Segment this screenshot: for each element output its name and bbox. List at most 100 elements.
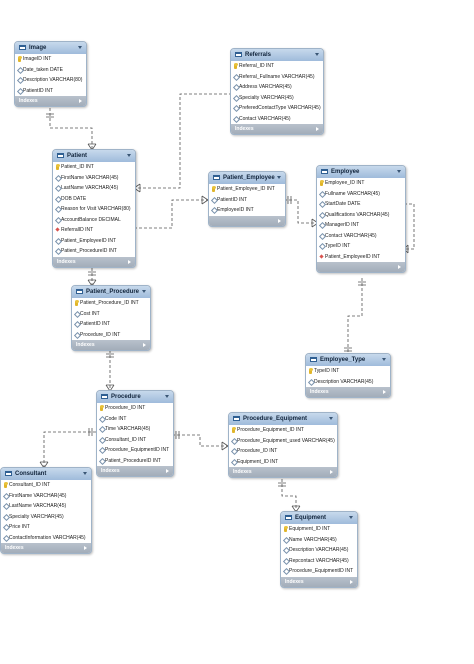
field-row[interactable]: EmployeeID INT xyxy=(209,205,285,216)
field-row[interactable]: Procedure_Equipment_ID INT xyxy=(229,425,337,436)
entity-title[interactable]: Employee_Type xyxy=(306,354,390,366)
expand-arrow-icon[interactable] xyxy=(398,265,401,269)
field-row[interactable]: Patient_Employee_ID INT xyxy=(209,184,285,195)
chevron-down-icon[interactable] xyxy=(397,170,401,173)
entity-title[interactable]: Patient_Employee xyxy=(209,172,285,184)
indexes-section[interactable]: Indexes xyxy=(231,124,323,134)
indexes-section[interactable]: Indexes xyxy=(53,256,135,267)
indexes-section[interactable]: Indexes xyxy=(97,466,173,476)
chevron-down-icon[interactable] xyxy=(78,46,82,49)
chevron-down-icon[interactable] xyxy=(83,472,87,475)
indexes-section[interactable]: Indexes xyxy=(229,467,337,477)
chevron-down-icon[interactable] xyxy=(165,395,169,398)
indexes-section[interactable] xyxy=(209,215,285,226)
field-row[interactable]: Description VARCHAR(80) xyxy=(15,75,86,86)
field-row[interactable]: Patient_EmployeeID INT xyxy=(317,252,405,263)
field-row[interactable]: Specialty VARCHAR(45) xyxy=(231,93,323,104)
entity-title[interactable]: Patient xyxy=(53,150,135,162)
indexes-section[interactable]: Indexes xyxy=(72,340,150,350)
field-row[interactable]: ContactInformation VARCHAR(45) xyxy=(1,533,91,544)
expand-arrow-icon[interactable] xyxy=(143,343,146,347)
field-row[interactable]: FirstName VARCHAR(45) xyxy=(53,173,135,184)
indexes-section[interactable] xyxy=(317,262,405,272)
field-row[interactable]: Code INT xyxy=(97,414,173,425)
indexes-section[interactable]: Indexes xyxy=(306,387,390,397)
field-row[interactable]: Equipment_ID INT xyxy=(281,524,357,535)
field-row[interactable]: PatientID INT xyxy=(209,195,285,206)
field-row[interactable]: FirstName VARCHAR(45) xyxy=(1,491,91,502)
chevron-down-icon[interactable] xyxy=(329,417,333,420)
entity-title[interactable]: Patient_Procedure xyxy=(72,286,150,298)
chevron-down-icon[interactable] xyxy=(277,176,281,179)
field-row[interactable]: Referral_Fullname VARCHAR(45) xyxy=(231,72,323,83)
field-row[interactable]: PreferedContactType VARCHAR(45) xyxy=(231,103,323,114)
field-row[interactable]: Patient_ProcedureID INT xyxy=(97,456,173,467)
field-row[interactable]: Price INT xyxy=(1,522,91,533)
field-row[interactable]: Employee_ID INT xyxy=(317,178,405,189)
field-row[interactable]: StartDate DATE xyxy=(317,199,405,210)
expand-arrow-icon[interactable] xyxy=(330,470,333,474)
indexes-section[interactable]: Indexes xyxy=(15,96,86,106)
field-row[interactable]: Patient_ID INT xyxy=(53,162,135,173)
field-row[interactable]: Specialty VARCHAR(45) xyxy=(1,512,91,523)
field-row[interactable]: Procedure_ID INT xyxy=(229,446,337,457)
entity-title[interactable]: Image xyxy=(15,42,86,54)
field-row[interactable]: Patient_Procedure_ID INT xyxy=(72,298,150,309)
field-row[interactable]: AccountBalance DECIMAL xyxy=(53,215,135,226)
field-row[interactable]: Description VARCHAR(45) xyxy=(306,377,390,388)
indexes-section[interactable]: Indexes xyxy=(1,543,91,553)
chevron-down-icon[interactable] xyxy=(127,154,131,157)
field-row[interactable]: Cost INT xyxy=(72,309,150,320)
field-row[interactable]: TypeID INT xyxy=(317,241,405,252)
field-row[interactable]: Patient_ProcedureID INT xyxy=(53,246,135,257)
field-row[interactable]: Consultant_ID INT xyxy=(97,435,173,446)
expand-arrow-icon[interactable] xyxy=(79,99,82,103)
chevron-down-icon[interactable] xyxy=(349,516,353,519)
field-row[interactable]: Consultant_ID INT xyxy=(1,480,91,491)
field-row[interactable]: Procedure_EquipmentID INT xyxy=(97,445,173,456)
field-row[interactable]: Contact VARCHAR(45) xyxy=(317,231,405,242)
field-row[interactable]: Name VARCHAR(45) xyxy=(281,535,357,546)
field-row[interactable]: Address VARCHAR(45) xyxy=(231,82,323,93)
field-row[interactable]: DOB DATE xyxy=(53,194,135,205)
indexes-section[interactable]: Indexes xyxy=(281,576,357,587)
expand-arrow-icon[interactable] xyxy=(316,127,319,131)
field-row[interactable]: Procedure_EquipmentID INT xyxy=(281,566,357,577)
field-row[interactable]: Equipment_ID INT xyxy=(229,457,337,468)
field-row[interactable]: LastName VARCHAR(45) xyxy=(53,183,135,194)
field-row[interactable]: Referral_ID INT xyxy=(231,61,323,72)
field-row[interactable]: Date_taken DATE xyxy=(15,65,86,76)
field-row[interactable]: Procedure_Equipment_used VARCHAR(45) xyxy=(229,436,337,447)
entity-title[interactable]: Procedure xyxy=(97,391,173,403)
field-row[interactable]: LastName VARCHAR(45) xyxy=(1,501,91,512)
field-row[interactable]: Qualifications VARCHAR(45) xyxy=(317,210,405,221)
chevron-down-icon[interactable] xyxy=(315,53,319,56)
field-row[interactable]: PatientID INT xyxy=(72,319,150,330)
expand-arrow-icon[interactable] xyxy=(383,390,386,394)
field-row[interactable]: TypeID INT xyxy=(306,366,390,377)
field-row[interactable]: Procedure_ID INT xyxy=(72,330,150,341)
field-row[interactable]: ReferralID INT xyxy=(53,225,135,236)
expand-arrow-icon[interactable] xyxy=(84,546,87,550)
field-row[interactable]: PatientID INT xyxy=(15,86,86,97)
chevron-down-icon[interactable] xyxy=(382,358,386,361)
field-row[interactable]: Description VARCHAR(45) xyxy=(281,545,357,556)
entity-title[interactable]: Employee xyxy=(317,166,405,178)
field-row[interactable]: ImageID INT xyxy=(15,54,86,65)
entity-title[interactable]: Equipment xyxy=(281,512,357,524)
field-row[interactable]: Time VARCHAR(45) xyxy=(97,424,173,435)
entity-title[interactable]: Procedure_Equipment xyxy=(229,413,337,425)
entity-title[interactable]: Consultant xyxy=(1,468,91,480)
expand-arrow-icon[interactable] xyxy=(278,218,281,223)
field-row[interactable]: Repcontact VARCHAR(45) xyxy=(281,556,357,567)
